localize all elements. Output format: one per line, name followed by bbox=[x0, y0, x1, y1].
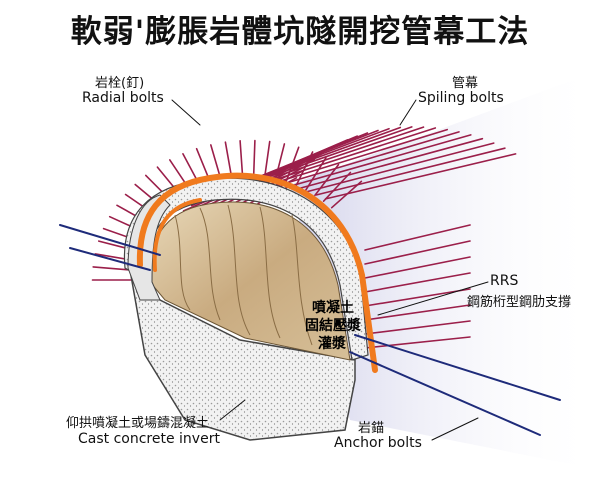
radial-bolts-leader bbox=[171, 99, 201, 126]
invert-leader bbox=[219, 399, 246, 421]
rrs-label-en: RRS bbox=[490, 273, 519, 289]
spiling-bolt bbox=[364, 336, 471, 349]
shotcrete-label-line2: 固結壓漿 bbox=[305, 318, 361, 334]
rock-stratum-line bbox=[291, 214, 313, 346]
anchor-bolts-leader bbox=[431, 417, 479, 441]
spiling-bolt bbox=[364, 320, 471, 335]
shotcrete-label-line1: 噴凝土 bbox=[312, 300, 354, 316]
radial-bolt bbox=[330, 180, 363, 209]
anchor-bolt bbox=[69, 247, 151, 271]
radial-bolt bbox=[304, 157, 327, 192]
spiling-bolt bbox=[364, 272, 471, 293]
radial-bolt bbox=[252, 139, 256, 179]
anchor-bolt bbox=[349, 351, 541, 436]
radial-bolt bbox=[314, 163, 340, 197]
radial-bolt bbox=[263, 140, 271, 180]
anchor-bolts-label-zh: 岩錨 bbox=[358, 421, 385, 436]
rock-stratum-line bbox=[227, 204, 251, 336]
spiling-bolts-label-en: Spiling bolts bbox=[418, 90, 504, 106]
shotcrete-label-line3: 灌漿 bbox=[318, 336, 346, 352]
invert-label-en: Cast concrete invert bbox=[78, 431, 220, 447]
spiling-bolt bbox=[364, 224, 471, 251]
radial-bolt bbox=[284, 146, 300, 184]
spiling-bolts-leader bbox=[399, 99, 417, 126]
radial-bolts-label-zh: 岩栓(釘) bbox=[95, 76, 145, 91]
invert-label-zh: 仰拱噴凝土或場鑄混凝土 bbox=[66, 416, 210, 431]
rock-strata bbox=[174, 204, 313, 346]
rrs-label-zh: 鋼筋桁型鋼肋支撐 bbox=[467, 295, 572, 310]
spiling-bolt bbox=[266, 128, 449, 186]
page-title: 軟弱'膨脹岩體坑隧開挖管幕工法 bbox=[70, 14, 530, 50]
rrs-steel-rib bbox=[136, 172, 378, 373]
rrs-steel-rib-inner bbox=[152, 198, 202, 272]
radial-bolt bbox=[239, 140, 244, 179]
spiling-bolt bbox=[364, 288, 471, 307]
cast-concrete-invert bbox=[128, 267, 356, 441]
radial-bolt bbox=[274, 143, 286, 181]
spiling-bolt bbox=[315, 147, 506, 196]
anchor-bolts-label-en: Anchor bolts bbox=[334, 435, 422, 451]
spiling-bolt bbox=[324, 153, 517, 200]
leader-lines bbox=[171, 99, 489, 441]
rrs-leader bbox=[377, 281, 489, 316]
radial-bolt bbox=[322, 171, 352, 202]
radial-bolt bbox=[295, 151, 314, 187]
rock-stratum-line bbox=[259, 206, 281, 339]
spiling-bolt bbox=[306, 142, 495, 193]
left-side-wall bbox=[127, 194, 171, 301]
spiling-bolt bbox=[286, 134, 472, 188]
spiling-bolt bbox=[364, 256, 471, 279]
spiling-bolt bbox=[364, 304, 471, 321]
rock-stratum-line bbox=[174, 214, 191, 311]
anchor-bolts-group bbox=[59, 224, 561, 436]
anchor-bolt bbox=[354, 334, 561, 401]
spiling-bolt bbox=[256, 127, 437, 186]
rock-stratum-line bbox=[199, 207, 221, 321]
spiling-bolts-label-zh: 管幕 bbox=[452, 76, 479, 91]
anchor-bolt bbox=[59, 224, 161, 256]
radial-bolts-label-en: Radial bolts bbox=[82, 90, 164, 106]
shotcrete-lining bbox=[123, 177, 369, 361]
spiling-bolt bbox=[364, 240, 471, 265]
spiling-bolt bbox=[296, 137, 484, 190]
spiling-bolt bbox=[276, 131, 460, 187]
